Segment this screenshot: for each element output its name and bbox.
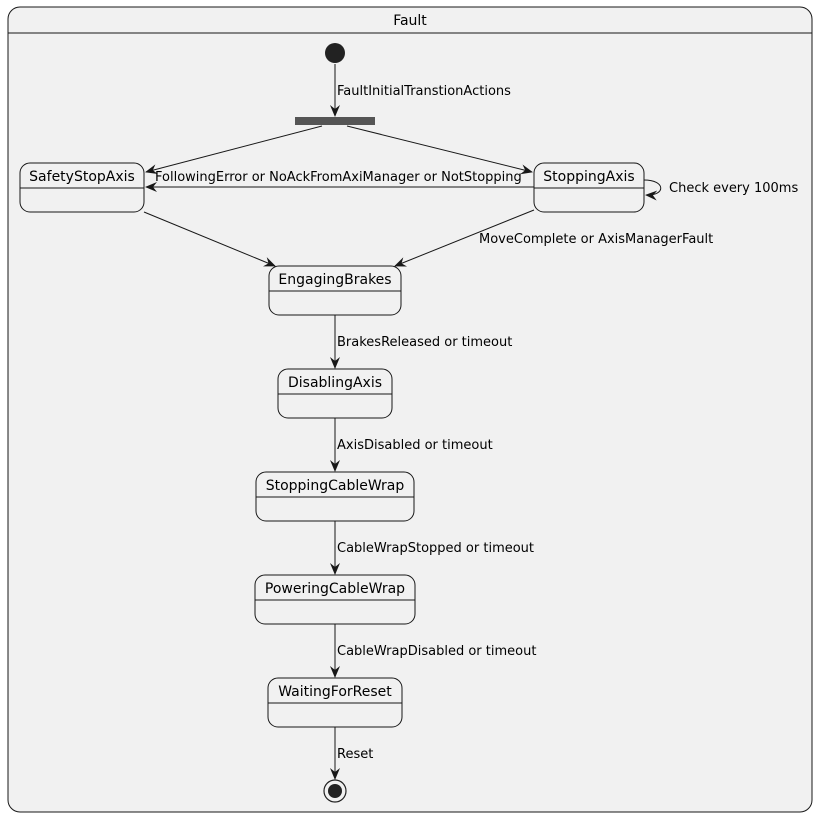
state-engaging-brakes[interactable]: EngagingBrakes [268,265,402,316]
fork-bar [295,117,375,125]
state-safety-stop-axis[interactable]: SafetyStopAxis [19,162,145,213]
label-waiting-to-final: Reset [337,747,373,762]
state-label: PoweringCableWrap [265,581,405,597]
state-label: DisablingAxis [288,375,382,391]
edge-fork-to-safety [145,125,323,175]
edge-fork-to-stopping [346,125,533,175]
state-label: StoppingCableWrap [266,478,405,494]
edge-safety-to-engaging [143,211,276,267]
state-powering-cable-wrap[interactable]: PoweringCableWrap [254,574,416,625]
state-stopping-axis[interactable]: StoppingAxis [533,162,645,213]
state-label: WaitingForReset [278,684,392,700]
label-disabling-to-cablewrap: AxisDisabled or timeout [337,438,493,453]
state-disabling-axis[interactable]: DisablingAxis [277,368,393,419]
label-stopping-to-safety: FollowingError or NoAckFromAxiManager or… [155,170,522,185]
state-label: StoppingAxis [543,169,634,185]
fault-composite-state: Fault [7,6,813,813]
initial-node [325,43,345,63]
fault-title: Fault [393,13,427,29]
label-powering-to-waiting: CableWrapDisabled or timeout [337,644,536,659]
label-engaging-to-disabling: BrakesReleased or timeout [337,335,512,350]
state-label: SafetyStopAxis [29,169,135,185]
state-label: EngagingBrakes [278,272,391,288]
label-initial: FaultInitialTranstionActions [337,84,511,99]
edge-stopping-to-engaging [394,209,535,267]
state-waiting-for-reset[interactable]: WaitingForReset [267,677,403,728]
state-stopping-cable-wrap[interactable]: StoppingCableWrap [255,471,415,522]
final-node [323,779,347,803]
edge-stopping-self [643,179,662,201]
label-stopping-self: Check every 100ms [669,181,798,196]
label-cablewrap-to-powering: CableWrapStopped or timeout [337,541,534,556]
label-stopping-to-engaging: MoveComplete or AxisManagerFault [479,232,713,247]
